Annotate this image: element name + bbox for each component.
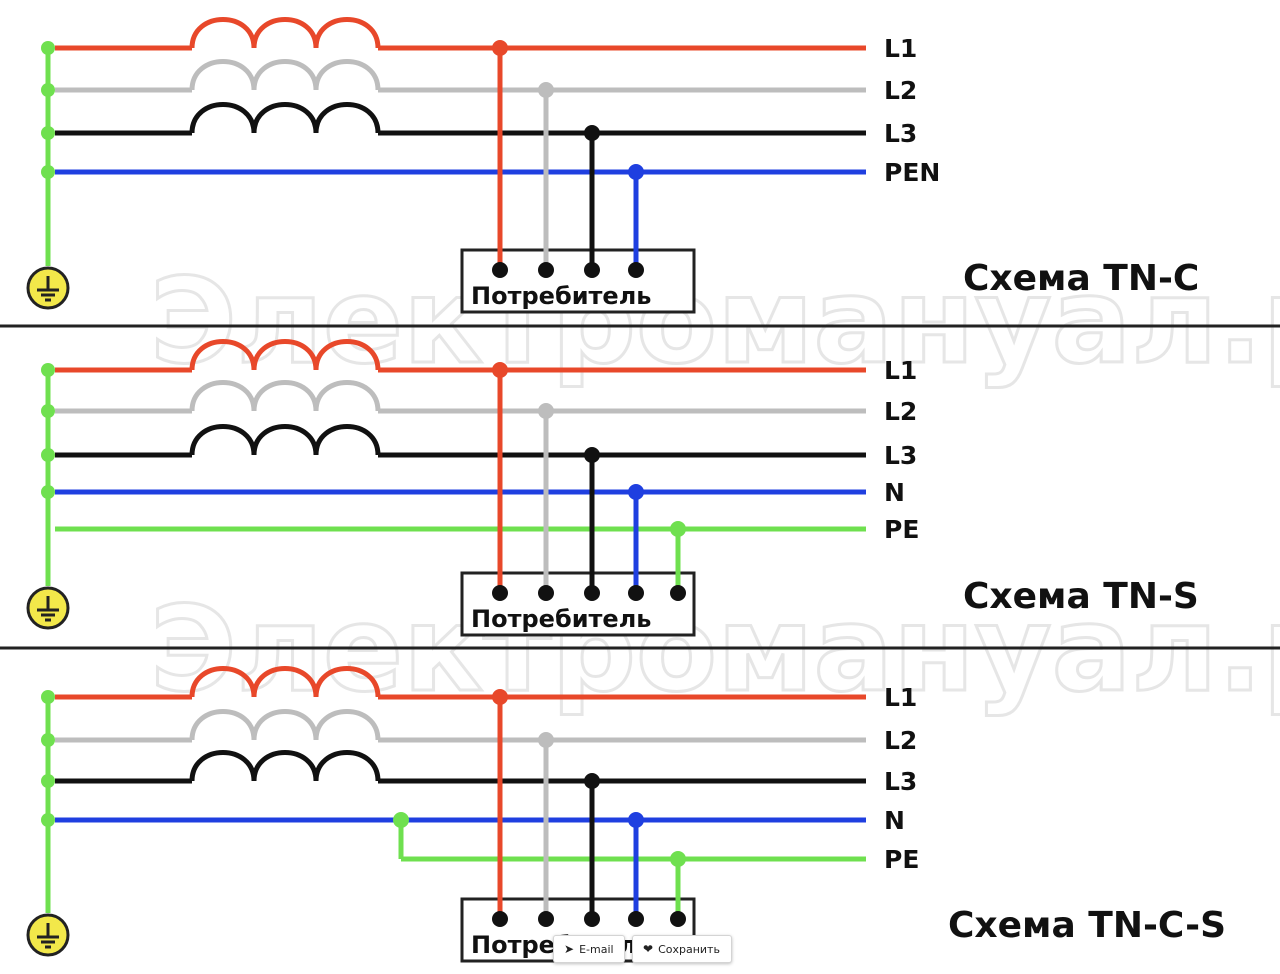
scheme-title: Схема TN-C-S <box>948 905 1226 946</box>
tap-junction-l1 <box>492 689 508 705</box>
save-button[interactable]: ❤ Сохранить <box>632 935 732 963</box>
scheme-title: Схема TN-S <box>963 576 1199 617</box>
tap-junction-l3 <box>584 773 600 789</box>
ground-junction <box>41 774 55 788</box>
tap-junction-pe <box>670 851 686 867</box>
line-label-l1: L1 <box>884 356 917 385</box>
consumer-terminal <box>670 585 686 601</box>
ground-junction <box>41 690 55 704</box>
tap-junction-l3 <box>584 447 600 463</box>
heart-icon: ❤ <box>643 942 654 956</box>
consumer-terminal <box>492 911 508 927</box>
transformer-coil-l2 <box>189 709 381 741</box>
consumer-terminal <box>584 585 600 601</box>
tap-junction-l1 <box>492 40 508 56</box>
transformer-coil-l3 <box>189 102 381 134</box>
send-icon: ➤ <box>564 942 575 956</box>
tap-junction-pen <box>628 164 644 180</box>
email-button-label: E-mail <box>579 942 614 956</box>
line-label-pen: PEN <box>884 158 940 187</box>
line-label-l2: L2 <box>884 76 917 105</box>
ground-junction <box>41 813 55 827</box>
tap-junction-n <box>628 812 644 828</box>
line-label-l3: L3 <box>884 119 917 148</box>
transformer-coil-l3 <box>189 424 381 456</box>
transformer-coil-l1 <box>189 666 381 698</box>
ground-junction <box>41 126 55 140</box>
line-label-n: N <box>884 806 905 835</box>
save-button-label: Сохранить <box>658 942 720 956</box>
consumer-terminal <box>628 911 644 927</box>
line-label-l3: L3 <box>884 767 917 796</box>
ground-junction <box>41 485 55 499</box>
line-label-l1: L1 <box>884 34 917 63</box>
line-label-l3: L3 <box>884 441 917 470</box>
line-label-n: N <box>884 478 905 507</box>
line-label-l2: L2 <box>884 726 917 755</box>
line-label-l1: L1 <box>884 683 917 712</box>
consumer-terminal <box>538 585 554 601</box>
email-button[interactable]: ➤ E-mail <box>553 935 625 963</box>
tap-junction-pe <box>670 521 686 537</box>
tap-junction-l2 <box>538 82 554 98</box>
transformer-coil-l3 <box>189 750 381 782</box>
scheme-title: Схема TN-C <box>963 258 1199 299</box>
ground-junction <box>41 41 55 55</box>
consumer-terminal <box>492 262 508 278</box>
tap-junction-n <box>628 484 644 500</box>
ground-junction <box>41 165 55 179</box>
consumer-terminal <box>584 911 600 927</box>
transformer-coil-l2 <box>189 380 381 412</box>
consumer-terminal <box>628 262 644 278</box>
tap-junction-l1 <box>492 362 508 378</box>
line-label-pe: PE <box>884 515 919 544</box>
ground-junction <box>41 363 55 377</box>
consumer-terminal <box>538 911 554 927</box>
transformer-coil-l1 <box>189 17 381 49</box>
consumer-terminal <box>538 262 554 278</box>
consumer-terminal <box>584 262 600 278</box>
line-label-pe: PE <box>884 845 919 874</box>
ground-junction <box>41 83 55 97</box>
transformer-coil-l1 <box>189 339 381 371</box>
ground-junction <box>41 448 55 462</box>
consumer-terminal <box>492 585 508 601</box>
consumer-label: Потребитель <box>471 282 651 310</box>
ground-junction <box>41 404 55 418</box>
pen-split-junction <box>393 812 409 828</box>
tap-junction-l2 <box>538 732 554 748</box>
consumer-terminal <box>628 585 644 601</box>
consumer-label: Потребитель <box>471 605 651 633</box>
ground-junction <box>41 733 55 747</box>
tap-junction-l3 <box>584 125 600 141</box>
tap-junction-l2 <box>538 403 554 419</box>
consumer-terminal <box>670 911 686 927</box>
line-label-l2: L2 <box>884 397 917 426</box>
transformer-coil-l2 <box>189 59 381 91</box>
